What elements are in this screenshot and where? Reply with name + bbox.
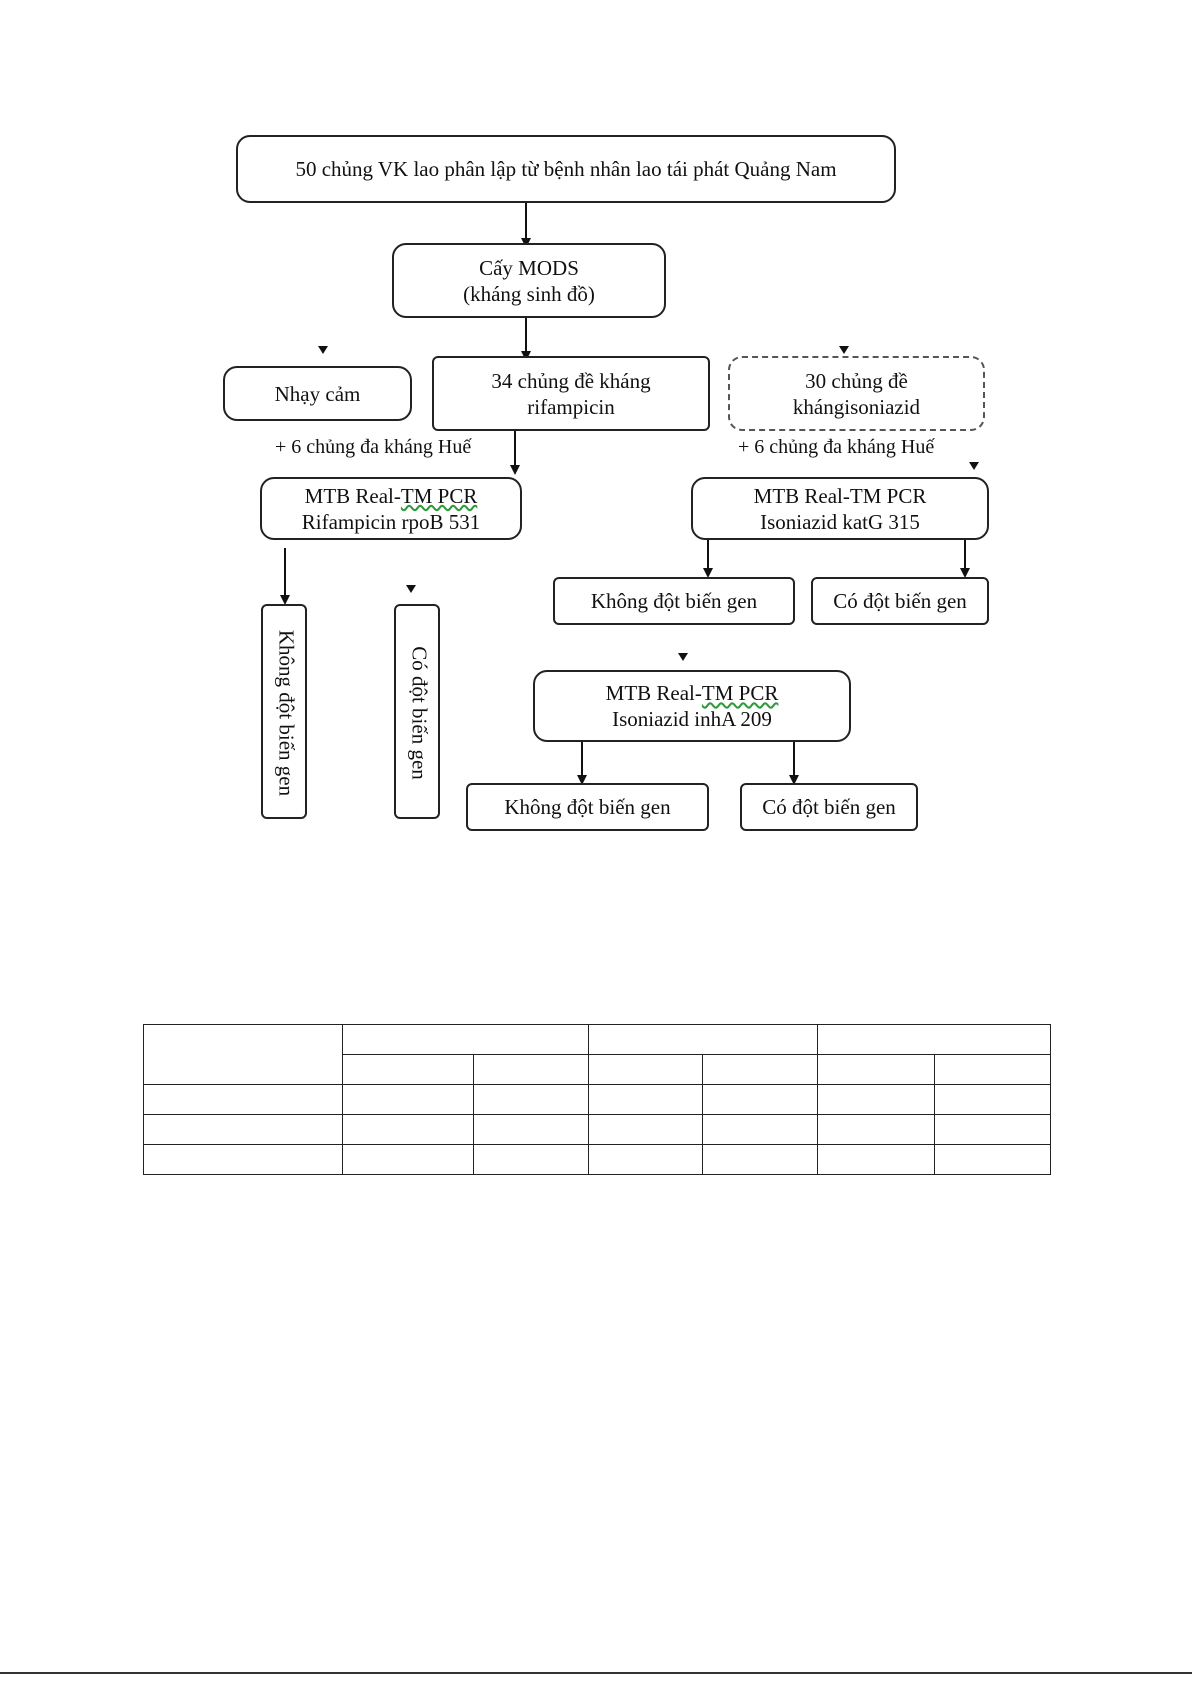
inha-line-1: MTB Real-TM PCR bbox=[606, 680, 779, 706]
katg-no-mutation-text: Không đột biến gen bbox=[590, 589, 758, 613]
arrowhead-inha bbox=[678, 653, 688, 661]
table-cell bbox=[702, 1114, 818, 1145]
arrowhead-sensitive bbox=[318, 346, 328, 354]
table-cell bbox=[934, 1114, 1051, 1145]
rif-line-2: rifampicin bbox=[527, 394, 615, 419]
table-cell bbox=[143, 1084, 343, 1115]
mods-line-1: Cấy MODS bbox=[479, 255, 579, 280]
katg-no-mutation-box: Không đột biến gen bbox=[553, 577, 795, 625]
root-text: 50 chủng VK lao phân lập từ bệnh nhân la… bbox=[295, 157, 837, 181]
rif-line-1: 34 chủng đề kháng bbox=[491, 368, 651, 393]
table-subheader-cell bbox=[588, 1054, 703, 1085]
inh-line-2: khángisoniazid bbox=[792, 394, 921, 419]
table-cell bbox=[817, 1144, 935, 1175]
katg-mutation-box: Có đột biến gen bbox=[811, 577, 989, 625]
inh-resistant-box: 30 chủng đề khángisoniazid bbox=[728, 356, 985, 431]
inha-mutation-text: Có đột biến gen bbox=[762, 795, 896, 819]
table-cell bbox=[934, 1144, 1051, 1175]
katg-mutation-text: Có đột biến gen bbox=[833, 589, 967, 613]
rpob-no-mutation-box: Không đột biến gen bbox=[261, 604, 307, 819]
katg-line-2: Isoniazid katG 315 bbox=[760, 509, 920, 534]
rpob-pcr-box: MTB Real-TM PCR Rifampicin rpoB 531 bbox=[260, 477, 522, 540]
table-cell bbox=[588, 1144, 703, 1175]
table-cell bbox=[934, 1084, 1051, 1115]
results-table bbox=[143, 1024, 1051, 1175]
inh-line-1: 30 chủng đề bbox=[805, 368, 908, 393]
table-subheader-cell bbox=[473, 1054, 589, 1085]
plus-label-right: + 6 chủng đa kháng Huế bbox=[738, 436, 935, 458]
rpob-link: TM PCR bbox=[400, 483, 478, 508]
table-cell bbox=[342, 1114, 474, 1145]
rpob-mutation-box: Có đột biến gen bbox=[394, 604, 440, 819]
table-cell bbox=[702, 1084, 818, 1115]
table-cell bbox=[473, 1114, 589, 1145]
table-cell bbox=[342, 1084, 474, 1115]
inha-no-mutation-box: Không đột biến gen bbox=[466, 783, 709, 831]
table-header-row bbox=[143, 1024, 1051, 1085]
inha-prefix: MTB Real- bbox=[605, 681, 702, 705]
table-cell bbox=[143, 1114, 343, 1145]
table-cell bbox=[817, 1114, 935, 1145]
inha-link: TM PCR bbox=[701, 681, 779, 705]
rpob-no-mutation-text: Không đột biến gen bbox=[274, 629, 299, 797]
table-cell bbox=[588, 1114, 703, 1145]
table-header-group-1 bbox=[342, 1024, 589, 1055]
table-cell bbox=[473, 1084, 589, 1115]
sensitive-box: Nhạy cảm bbox=[223, 366, 412, 421]
mods-box: Cấy MODS (kháng sinh đồ) bbox=[392, 243, 666, 318]
rpob-mutation-text: Có đột biến gen bbox=[407, 646, 432, 780]
root-box: 50 chủng VK lao phân lập từ bệnh nhân la… bbox=[236, 135, 896, 203]
table-cell bbox=[817, 1084, 935, 1115]
table-subheader-cell bbox=[702, 1054, 818, 1085]
table-subheader-cell bbox=[342, 1054, 474, 1085]
table-row bbox=[143, 1114, 1051, 1145]
sensitive-text: Nhạy cảm bbox=[274, 381, 361, 406]
inha-no-mutation-text: Không đột biến gen bbox=[504, 795, 671, 819]
katg-pcr-box: MTB Real-TM PCR Isoniazid katG 315 bbox=[691, 477, 989, 540]
table-header-cell bbox=[143, 1024, 343, 1085]
rif-resistant-box: 34 chủng đề kháng rifampicin bbox=[432, 356, 710, 431]
table-cell bbox=[473, 1144, 589, 1175]
plus-label-left: + 6 chủng đa kháng Huế bbox=[275, 436, 472, 458]
inha-mutation-box: Có đột biến gen bbox=[740, 783, 918, 831]
table-cell bbox=[342, 1144, 474, 1175]
table-cell bbox=[702, 1144, 818, 1175]
arrowhead-inh bbox=[839, 346, 849, 354]
table-cell bbox=[588, 1084, 703, 1115]
table-subheader-cell bbox=[934, 1054, 1051, 1085]
arrowhead-katg bbox=[969, 462, 979, 470]
arrowhead-mutation-rpob bbox=[406, 585, 416, 593]
table-subheader-cell bbox=[817, 1054, 935, 1085]
rpob-line-1: MTB Real-TM PCR bbox=[305, 483, 478, 509]
mods-line-2: (kháng sinh đồ) bbox=[463, 281, 595, 306]
table-header-group-3 bbox=[817, 1024, 1051, 1055]
inha-pcr-box: MTB Real-TM PCR Isoniazid inhA 209 bbox=[533, 670, 851, 742]
inha-line-2: Isoniazid inhA 209 bbox=[612, 707, 772, 731]
table-row bbox=[143, 1084, 1051, 1115]
rpob-line-2: Rifampicin rpoB 531 bbox=[301, 509, 481, 534]
table-cell bbox=[143, 1144, 343, 1175]
page-bottom-rule bbox=[0, 1672, 1192, 1674]
katg-line-1: MTB Real-TM PCR bbox=[753, 483, 927, 508]
rpob-prefix: MTB Real- bbox=[304, 483, 401, 508]
table-row bbox=[143, 1144, 1051, 1175]
table-header-group-2 bbox=[588, 1024, 818, 1055]
